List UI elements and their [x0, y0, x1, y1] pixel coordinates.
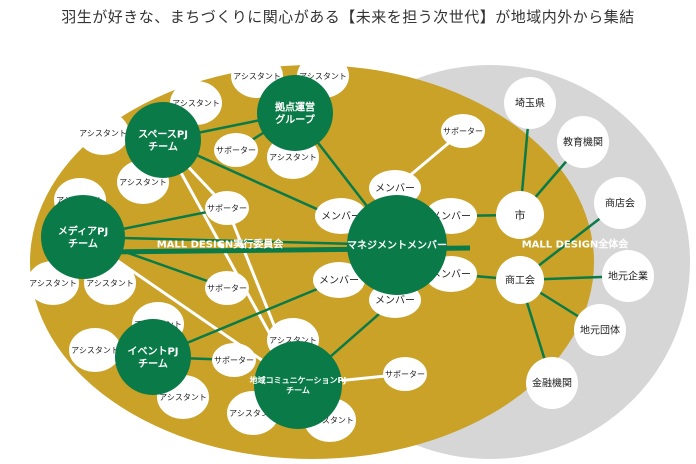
assistant-label-0: アシスタント	[233, 72, 281, 81]
assistant-label-5: アシスタント	[269, 153, 317, 162]
partner-finance-label: 金融機関	[532, 377, 572, 390]
partner-finance-node	[526, 357, 578, 409]
assistant-label-4: アシスタント	[119, 178, 167, 187]
assistant-bubble-10	[69, 328, 121, 372]
member-label-0: メンバー	[375, 183, 415, 195]
supporter-bubble-1	[205, 191, 249, 225]
member-label-1: メンバー	[431, 211, 471, 223]
community-team-node	[254, 341, 342, 429]
member-label-4: メンバー	[431, 269, 471, 281]
assistant-label-7: アシスタント	[29, 279, 77, 288]
management-node-label: マネジメントメンバー	[347, 240, 447, 252]
assistant-label-13: アシスタント	[229, 409, 277, 418]
hub-group-node-label: 拠点運営グループ	[275, 100, 316, 126]
outer-region-label: MALL DESIGN全体会	[522, 238, 629, 251]
partner-local-group-node	[574, 304, 626, 356]
supporter-bubble-5	[383, 357, 427, 391]
assistant-label-12: アシスタント	[269, 336, 317, 345]
chamber-label: 商工会	[505, 274, 535, 287]
connector-green-4	[82, 235, 398, 247]
media-team-node	[41, 195, 125, 279]
supporter-label-0: サポーター	[216, 146, 256, 155]
city-node	[496, 191, 544, 239]
supporter-bubble-3	[441, 114, 485, 148]
assistant-label-1: アシスタント	[299, 72, 347, 81]
partner-shopkai-label: 商店会	[605, 197, 635, 210]
member-label-3: メンバー	[319, 275, 359, 287]
partner-local-group-label: 地元団体	[580, 324, 620, 337]
management-node	[347, 195, 447, 295]
assistant-label-10: アシスタント	[71, 346, 119, 355]
partner-saitama-node	[504, 77, 556, 129]
assistant-bubble-3	[77, 111, 129, 155]
assistant-label-14: アシスタント	[306, 416, 354, 425]
supporter-label-4: サポーター	[214, 356, 254, 365]
chamber-node	[496, 256, 544, 304]
supporter-bubble-4	[212, 343, 256, 377]
supporter-label-5: サポーター	[385, 370, 425, 379]
event-team-node	[115, 319, 191, 395]
partner-education-label: 教育機関	[563, 136, 603, 149]
page-title: 羽生が好きな、まちづくりに関心がある【未来を担う次世代】が地域内外から集結	[61, 8, 635, 26]
partner-local-company-label: 地元企業	[608, 270, 648, 283]
supporter-bubble-2	[205, 271, 249, 305]
assistant-label-11: アシスタント	[159, 393, 207, 402]
assistant-label-3: アシスタント	[79, 129, 127, 138]
partner-shopkai-node	[594, 177, 646, 229]
partner-local-company-node	[602, 250, 654, 302]
assistant-label-2: アシスタント	[172, 99, 220, 108]
supporter-bubble-0	[214, 133, 258, 167]
member-label-2: メンバー	[321, 211, 361, 223]
space-team-node	[125, 102, 201, 178]
hub-group-node	[257, 75, 333, 151]
member-label-5: メンバー	[375, 295, 415, 307]
inner-region-label: MALL DESIGN実行委員会	[157, 238, 284, 251]
city-label: 市	[515, 208, 526, 222]
assistant-label-8: アシスタント	[86, 279, 134, 288]
supporter-label-2: サポーター	[207, 284, 247, 293]
supporter-label-3: サポーター	[443, 127, 483, 136]
supporter-label-1: サポーター	[207, 204, 247, 213]
partner-saitama-label: 埼玉県	[515, 97, 545, 110]
partner-education-node	[557, 116, 609, 168]
member-bubble-3	[313, 262, 365, 298]
